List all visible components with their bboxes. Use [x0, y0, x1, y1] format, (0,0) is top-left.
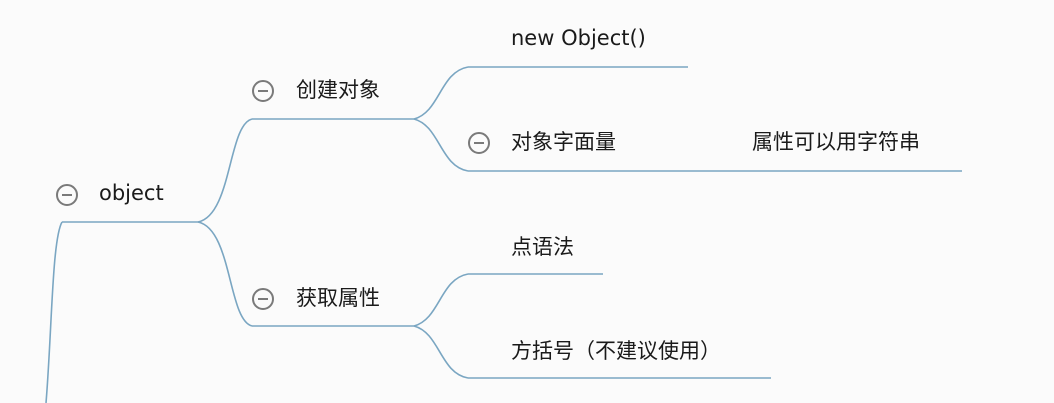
node-literal-note[interactable]: 属性可以用字符串: [752, 130, 920, 154]
collapse-icon-get-property[interactable]: [252, 288, 274, 310]
node-bracket-syntax[interactable]: 方括号（不建议使用）: [511, 339, 721, 363]
collapse-icon-object[interactable]: [56, 184, 78, 206]
node-dot-syntax[interactable]: 点语法: [511, 235, 574, 259]
node-create-object[interactable]: 创建对象: [296, 78, 380, 102]
link-create-new: [413, 66, 469, 120]
collapse-icon-object-literal[interactable]: [468, 132, 490, 154]
link-get-bracket: [413, 325, 469, 379]
collapse-icon-create-object[interactable]: [252, 80, 274, 102]
link-root-trunk: [45, 221, 63, 403]
node-new-object[interactable]: new Object(): [511, 26, 646, 50]
link-get-dot: [413, 273, 469, 327]
node-object[interactable]: object: [99, 181, 164, 205]
node-object-literal[interactable]: 对象字面量: [511, 130, 616, 154]
link-object-create: [197, 118, 253, 223]
link-object-get: [197, 221, 253, 327]
link-create-literal: [413, 118, 469, 172]
node-get-property[interactable]: 获取属性: [296, 286, 380, 310]
